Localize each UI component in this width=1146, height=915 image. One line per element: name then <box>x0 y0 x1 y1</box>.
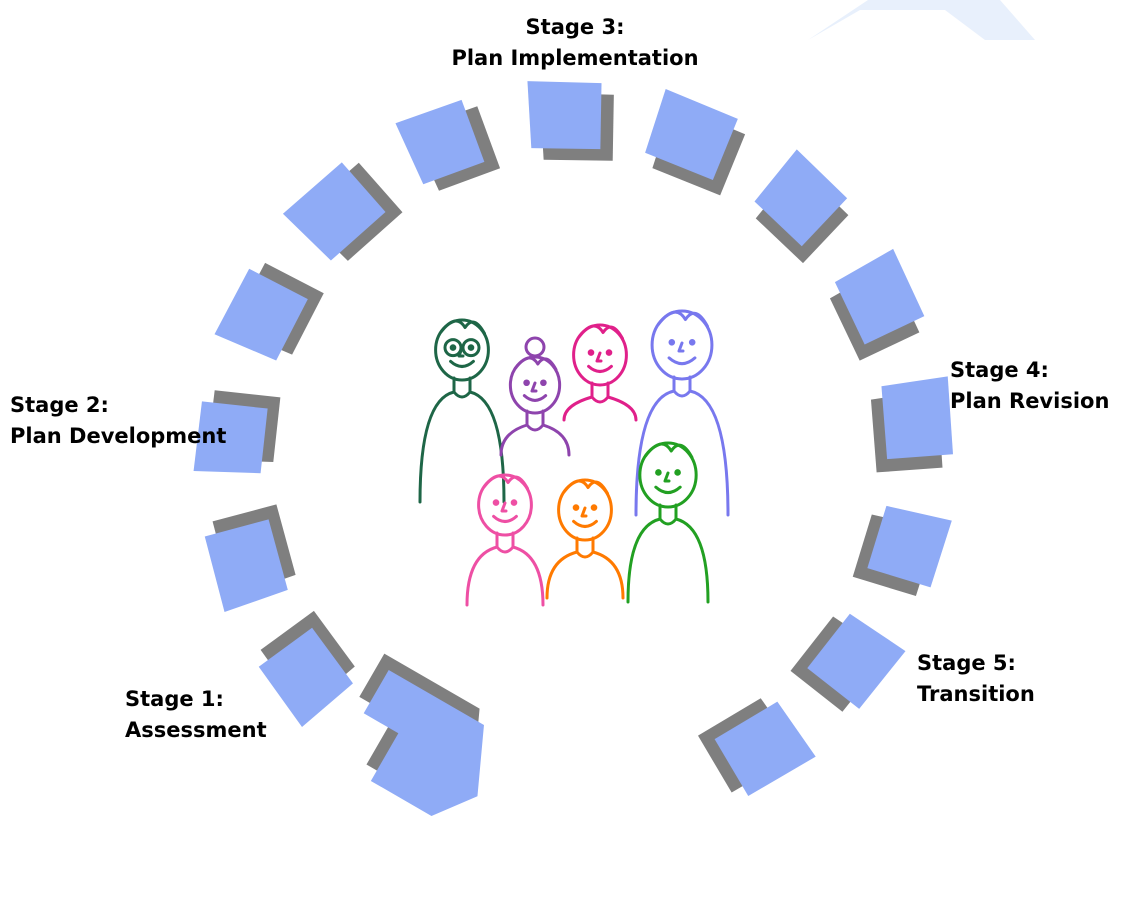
cycle-segment <box>204 504 296 613</box>
person-elderly-man-with-glasses <box>418 318 506 504</box>
segment-face <box>363 670 484 816</box>
cycle-segment <box>829 248 925 361</box>
cycle-segment <box>790 613 906 712</box>
cycle-segment <box>258 610 355 727</box>
person-boy <box>626 441 710 604</box>
segment-face <box>527 81 602 150</box>
stage-1-name: Assessment <box>125 718 267 742</box>
segment-face <box>881 376 953 460</box>
segment-face <box>754 149 848 247</box>
segment-face <box>204 519 288 613</box>
person-man <box>634 309 730 517</box>
cycle-segment <box>852 505 952 597</box>
cycle-segment <box>697 698 816 796</box>
stage-2-name: Plan Development <box>10 424 227 448</box>
cycle-segment <box>193 390 281 474</box>
cycle-segment <box>645 88 746 196</box>
stage-4-name: Plan Revision <box>950 389 1110 413</box>
stage-1-label: Stage 1: Assessment <box>125 684 267 746</box>
segment-face <box>282 162 386 261</box>
segment-face <box>645 88 738 181</box>
stage-3-title: Stage 3: <box>525 15 625 39</box>
cycle-segment <box>527 81 614 161</box>
segment-face <box>714 701 816 796</box>
segment-face <box>395 99 485 185</box>
person-child-boy <box>545 478 625 600</box>
segment-face <box>258 627 353 727</box>
stage-3-label: Stage 3: Plan Implementation <box>390 12 760 74</box>
stage-3-name: Plan Implementation <box>451 46 699 70</box>
stage-4-title: Stage 4: <box>950 358 1049 382</box>
segment-face <box>193 401 268 474</box>
stage-5-title: Stage 5: <box>917 651 1016 675</box>
person-woman-with-bun <box>499 336 571 457</box>
cycle-segment <box>754 149 849 264</box>
cycle-arrow-head <box>359 653 484 816</box>
stage-5-label: Stage 5: Transition <box>917 648 1035 710</box>
cycle-segment <box>282 162 403 261</box>
cycle-segment <box>214 262 324 361</box>
stage-4-label: Stage 4: Plan Revision <box>950 355 1109 417</box>
corner-arrow-decoration <box>808 0 1035 40</box>
cycle-segment <box>870 376 953 473</box>
person-girl-with-curls <box>562 323 638 422</box>
segment-face <box>214 268 308 361</box>
group-of-people-icon <box>418 309 730 607</box>
segment-face <box>867 505 952 588</box>
cycle-segment <box>395 99 501 191</box>
person-child-girl <box>465 473 545 607</box>
segment-face <box>807 613 906 709</box>
stage-2-title: Stage 2: <box>10 393 109 417</box>
segment-face <box>834 248 925 345</box>
stage-1-title: Stage 1: <box>125 687 224 711</box>
cycle-segments <box>193 81 953 816</box>
stage-2-label: Stage 2: Plan Development <box>10 390 226 452</box>
stage-5-name: Transition <box>917 682 1035 706</box>
